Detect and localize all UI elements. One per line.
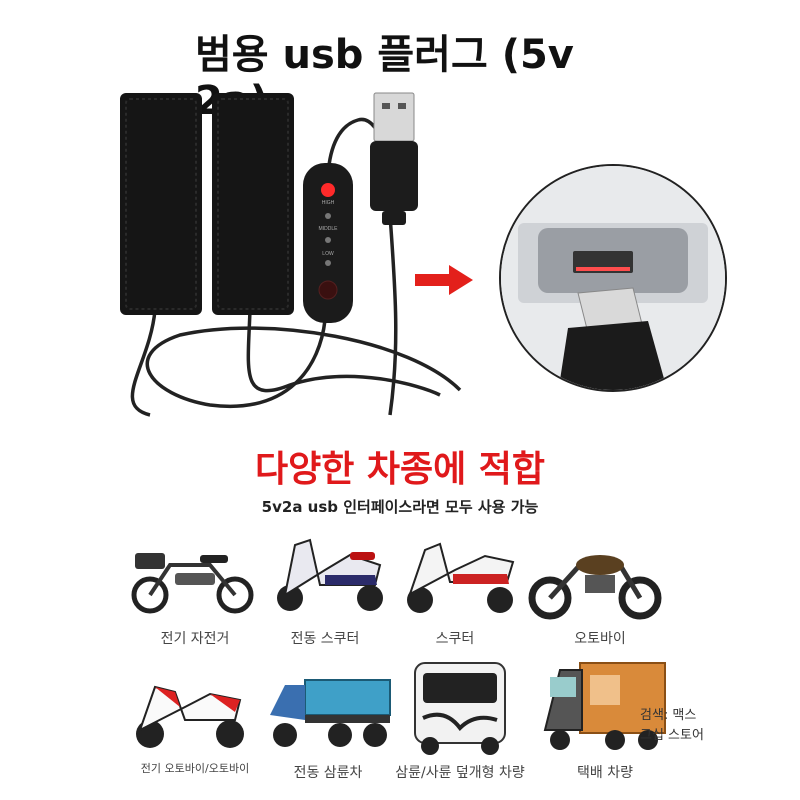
scooter-image bbox=[407, 542, 515, 613]
motorcycle-image bbox=[528, 555, 662, 620]
vehicle-label: 전기 자전거 bbox=[160, 631, 230, 647]
watermark-line-1: 검색: 맥스 bbox=[640, 708, 697, 723]
usb-port-detail-image bbox=[499, 164, 727, 392]
delivery-vehicle-image bbox=[543, 662, 666, 750]
usb-plug-metal bbox=[373, 92, 415, 142]
section-headline: 다양한 차종에 적합 bbox=[254, 449, 546, 490]
vehicle-label: 전동 스쿠터 bbox=[290, 631, 360, 647]
watermark-line-2: 그십 스토어 bbox=[640, 728, 704, 743]
covered-vehicle-image bbox=[414, 662, 506, 755]
controller-cable bbox=[145, 319, 462, 408]
electric-motorcycle-image bbox=[136, 685, 244, 748]
heating-pad-right bbox=[212, 93, 294, 315]
heating-pad-left bbox=[120, 93, 202, 315]
vehicle-label: 전동 삼륜차 bbox=[293, 765, 363, 781]
store-watermark: 검색: 맥스 그십 스토어 bbox=[640, 706, 704, 746]
power-button-icon bbox=[318, 280, 338, 300]
cable-group bbox=[130, 117, 462, 417]
pad-right-cable bbox=[246, 309, 441, 397]
led-indicator-icon bbox=[321, 183, 335, 197]
vehicle-label: 전기 오토바이/오토바이 bbox=[140, 762, 250, 775]
section-subline: 5v2a usb 인터페이스라면 모두 사용 가능 bbox=[261, 498, 539, 516]
pad-left-cable bbox=[130, 309, 157, 417]
vehicle-label: 택배 차량 bbox=[577, 765, 633, 781]
controller-label-low: LOW bbox=[322, 251, 334, 257]
vehicle-label: 스쿠터 bbox=[435, 631, 475, 647]
usb-cable bbox=[388, 214, 398, 416]
electric-bicycle-image bbox=[131, 553, 254, 614]
controller-label-high: HIGH bbox=[322, 200, 335, 206]
vehicle-label: 삼륜/사륜 덮개형 차량 bbox=[395, 765, 525, 781]
arrow-right-icon bbox=[415, 265, 473, 295]
electric-tricycle-image bbox=[270, 679, 391, 747]
vehicle-label: 오토바이 bbox=[574, 631, 626, 647]
controller-label-middle: MIDDLE bbox=[319, 226, 339, 232]
heated-pad-product-image: HIGH MIDDLE LOW bbox=[120, 92, 462, 417]
electric-scooter-image bbox=[277, 538, 383, 611]
usb-plug-body bbox=[370, 141, 418, 211]
